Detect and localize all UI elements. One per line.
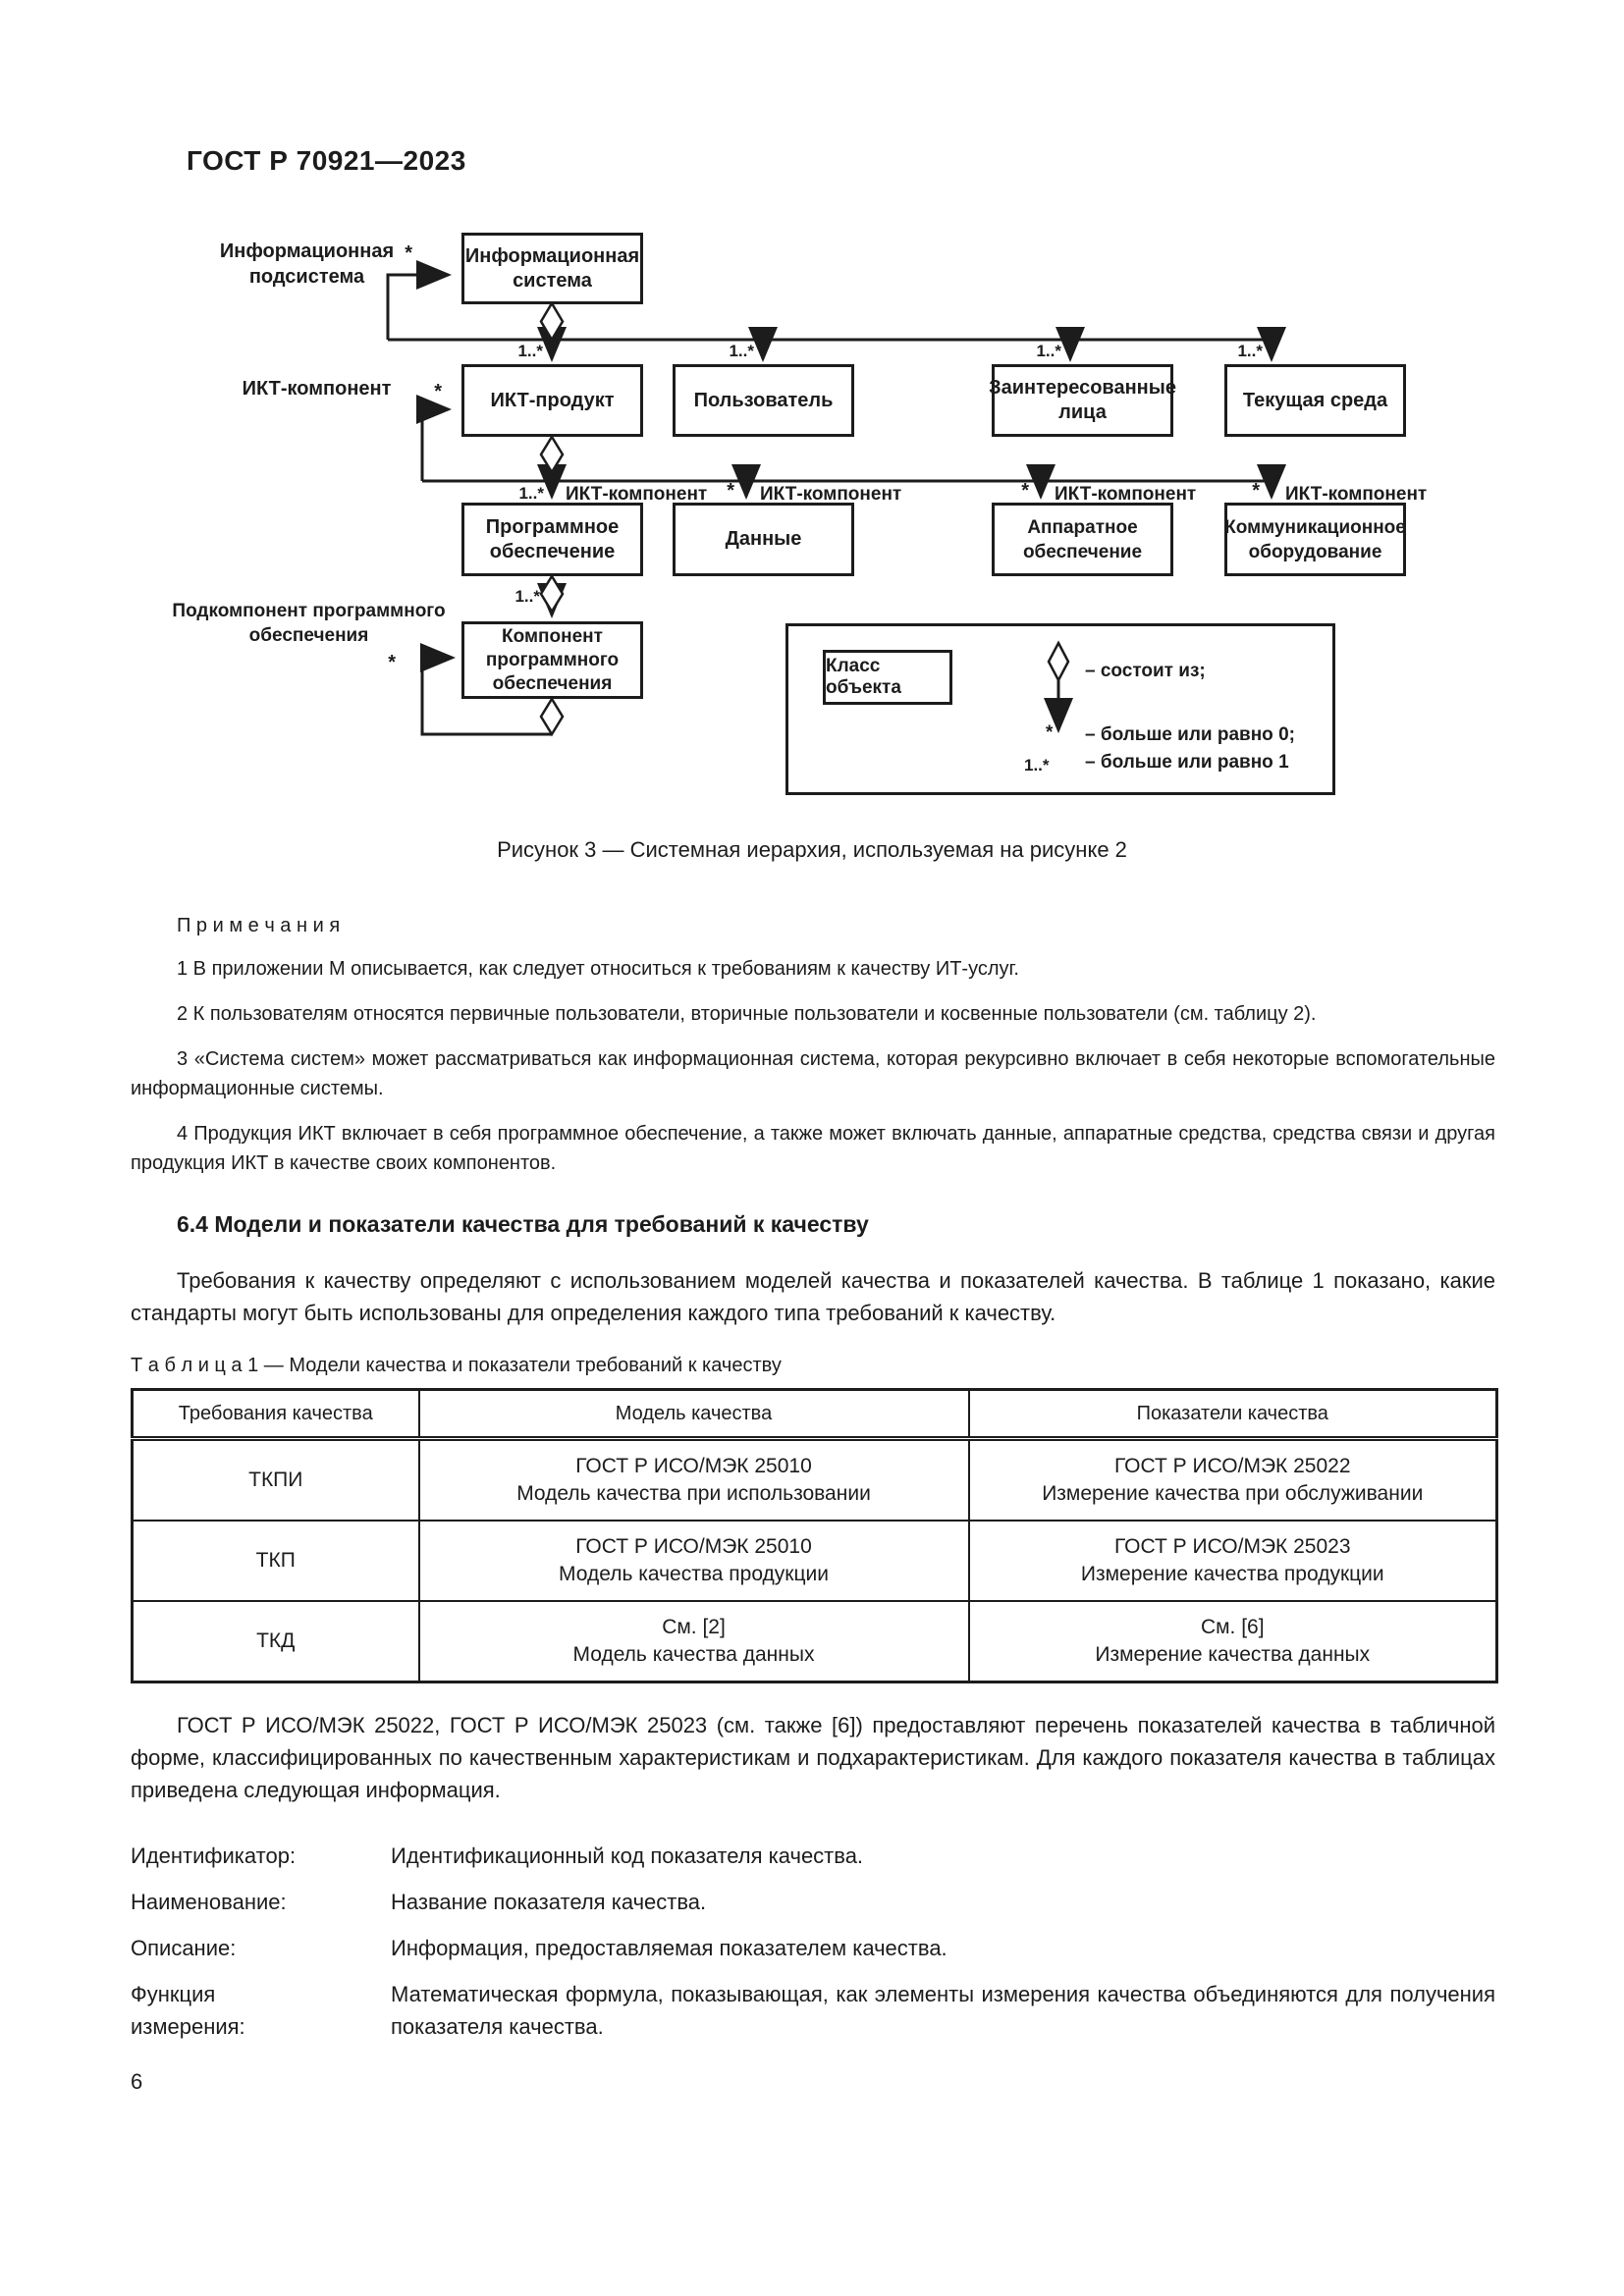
cell-model-tkd: См. [2] Модель качества данных [417, 1600, 970, 1683]
class-box-ict-product: ИКТ-продукт [461, 364, 643, 437]
class-box-software: Программное обеспечение [461, 503, 643, 576]
composition-diamond-component [539, 696, 565, 737]
multiplicity-software: 1..* [518, 484, 544, 503]
edge-subcomponent-loop [420, 643, 552, 736]
legend-one-many-symbol: 1..* [1024, 756, 1050, 774]
multiplicity-user: 1..* [729, 342, 754, 360]
edge-label-ict-component-data: ИКТ-компонент [760, 484, 902, 505]
multiplicity-current-env: 1..* [1237, 342, 1263, 360]
table-row: ТКПИ ГОСТ Р ИСО/МЭК 25010 Модель качеств… [131, 1437, 1498, 1522]
definition-term: Наименование: [131, 1890, 287, 1914]
multiplicity-software-component: 1..* [514, 587, 540, 606]
quality-measure-definitions: Идентификатор: Идентификационный код пок… [131, 1840, 1495, 2043]
cell-measure-tkpi: ГОСТ Р ИСО/МЭК 25022 Измерение качества … [967, 1437, 1498, 1522]
legend-composition-icon [1044, 640, 1073, 733]
edge-label-ict-component: ИКТ-компонент [242, 378, 392, 400]
edge-label-ict-component-hardware: ИКТ-компонент [1055, 484, 1197, 505]
cell-line: Измерение качества данных [1095, 1643, 1371, 1666]
edge-label-ict-component-comm: ИКТ-компонент [1285, 484, 1428, 505]
section-heading: 6.4 Модели и показатели качества для тре… [177, 1211, 869, 1237]
definition-text: Математическая формула, показывающая, ка… [391, 1982, 1495, 2039]
edge-ict-component-loop [416, 395, 452, 481]
definition-text: Название показателя качества. [391, 1890, 707, 1914]
text-column: П р и м е ч а н и я 1 В приложении М опи… [131, 913, 1498, 2043]
multiplicity-stakeholders: 1..* [1036, 342, 1061, 360]
edge-label-software-subcomponent: Подкомпонент программного обеспечения [172, 601, 446, 646]
cell-line: ГОСТ Р ИСО/МЭК 25010 [575, 1455, 812, 1477]
cell-line: См. [6] [1200, 1616, 1265, 1638]
definition-term: Функция измерения: [131, 1982, 245, 2039]
multiplicity-info-subsystem: * [405, 242, 412, 264]
class-box-info-system: Информационная система [461, 233, 643, 304]
class-box-software-component: Компонент программного обеспечения [461, 621, 643, 699]
cell-model-tkp: ГОСТ Р ИСО/МЭК 25010 Модель качества про… [417, 1520, 970, 1602]
cell-line: ГОСТ Р ИСО/МЭК 25010 [575, 1535, 812, 1558]
legend-ge1: – больше или равно 1 [1085, 752, 1289, 773]
figure-legend: Класс объекта – состоит из; * – больше и… [785, 623, 1335, 795]
table-header-model: Модель качества [417, 1388, 970, 1441]
table-row: ТКП ГОСТ Р ИСО/МЭК 25010 Модель качества… [131, 1520, 1498, 1602]
table-header-measures: Показатели качества [967, 1388, 1498, 1441]
class-box-current-env: Текущая среда [1224, 364, 1406, 437]
note-2: 2 К пользователям относятся первичные по… [177, 1003, 1317, 1025]
figure-caption: Рисунок 3 — Системная иерархия, использу… [497, 837, 1127, 862]
class-box-stakeholders: Заинтересованные лица [989, 364, 1176, 437]
legend-star-symbol: * [1046, 722, 1054, 743]
cell-model-tkpi: ГОСТ Р ИСО/МЭК 25010 Модель качества при… [417, 1437, 970, 1522]
table-header-row: Требования качества Модель качества Пока… [131, 1388, 1498, 1441]
edge-label-info-subsystem: Информационная подсистема [219, 240, 395, 288]
edge-info-subsystem-loop [386, 260, 452, 340]
definition-term: Описание: [131, 1936, 237, 1960]
section-paragraph: Требования к качеству определяют с испол… [131, 1268, 1495, 1325]
cell-line: Модель качества данных [572, 1643, 815, 1666]
definition-term: Идентификатор: [131, 1843, 297, 1868]
composition-diamond-software [539, 573, 565, 614]
composition-diamond-info-system [539, 300, 565, 343]
cell-line: Измерение качества продукции [1080, 1563, 1384, 1585]
multiplicity-ict-component: * [434, 381, 442, 402]
multiplicity-ict-product: 1..* [517, 342, 543, 360]
multiplicity-comm-equipment: * [1252, 480, 1260, 502]
cell-measure-tkp: ГОСТ Р ИСО/МЭК 25023 Измерение качества … [967, 1520, 1498, 1602]
edge-label-ict-component-software: ИКТ-компонент [566, 484, 708, 505]
class-box-data: Данные [673, 503, 854, 576]
note-4: 4 Продукция ИКТ включает в себя программ… [131, 1123, 1495, 1174]
legend-ge0: – больше или равно 0; [1085, 724, 1295, 745]
definition-text: Идентификационный код показателя качеств… [391, 1843, 864, 1868]
cell-req-tkd: ТКД [131, 1600, 420, 1683]
table-row: ТКД См. [2] Модель качества данных См. [… [131, 1600, 1498, 1683]
cell-line: ГОСТ Р ИСО/МЭК 25022 [1113, 1455, 1351, 1477]
composition-diamond-ict-product [539, 434, 565, 475]
document-header: ГОСТ Р 70921—2023 [187, 145, 466, 176]
legend-consists-of: – состоит из; [1085, 661, 1206, 681]
definition-text: Информация, предоставляемая показателем … [391, 1936, 947, 1960]
multiplicity-data: * [727, 480, 734, 502]
cell-line: ГОСТ Р ИСО/МЭК 25023 [1113, 1535, 1351, 1558]
cell-line: Модель качества при использовании [516, 1482, 871, 1505]
multiplicity-software-subcomponent: * [388, 652, 396, 673]
page-number: 6 [131, 2069, 143, 2094]
class-box-comm-equipment: Коммуникационное оборудование [1224, 503, 1406, 576]
class-box-user: Пользователь [673, 364, 854, 437]
legend-class-box: Класс объекта [823, 650, 952, 705]
cell-line: См. [2] [662, 1616, 726, 1638]
cell-line: Измерение качества при обслуживании [1042, 1482, 1424, 1505]
cell-req-tkpi: ТКПИ [131, 1437, 420, 1522]
table-header-requirements: Требования качества [131, 1388, 420, 1441]
note-1: 1 В приложении М описывается, как следуе… [177, 958, 1019, 980]
cell-req-tkp: ТКП [131, 1520, 420, 1602]
cell-measure-tkd: См. [6] Измерение качества данных [967, 1600, 1498, 1683]
quality-models-table: Требования качества Модель качества Пока… [131, 1388, 1498, 1683]
table-label: Т а б л и ц а 1 — Модели качества и пока… [131, 1355, 782, 1376]
multiplicity-hardware: * [1021, 480, 1029, 502]
cell-line: Модель качества продукции [559, 1563, 829, 1585]
notes-title: П р и м е ч а н и я [177, 915, 341, 936]
figure-connectors [386, 260, 1286, 737]
after-table-paragraph: ГОСТ Р ИСО/МЭК 25022, ГОСТ Р ИСО/МЭК 250… [131, 1713, 1495, 1802]
class-box-hardware: Аппаратное обеспечение [992, 503, 1173, 576]
note-3: 3 «Система систем» может рассматриваться… [131, 1048, 1495, 1099]
